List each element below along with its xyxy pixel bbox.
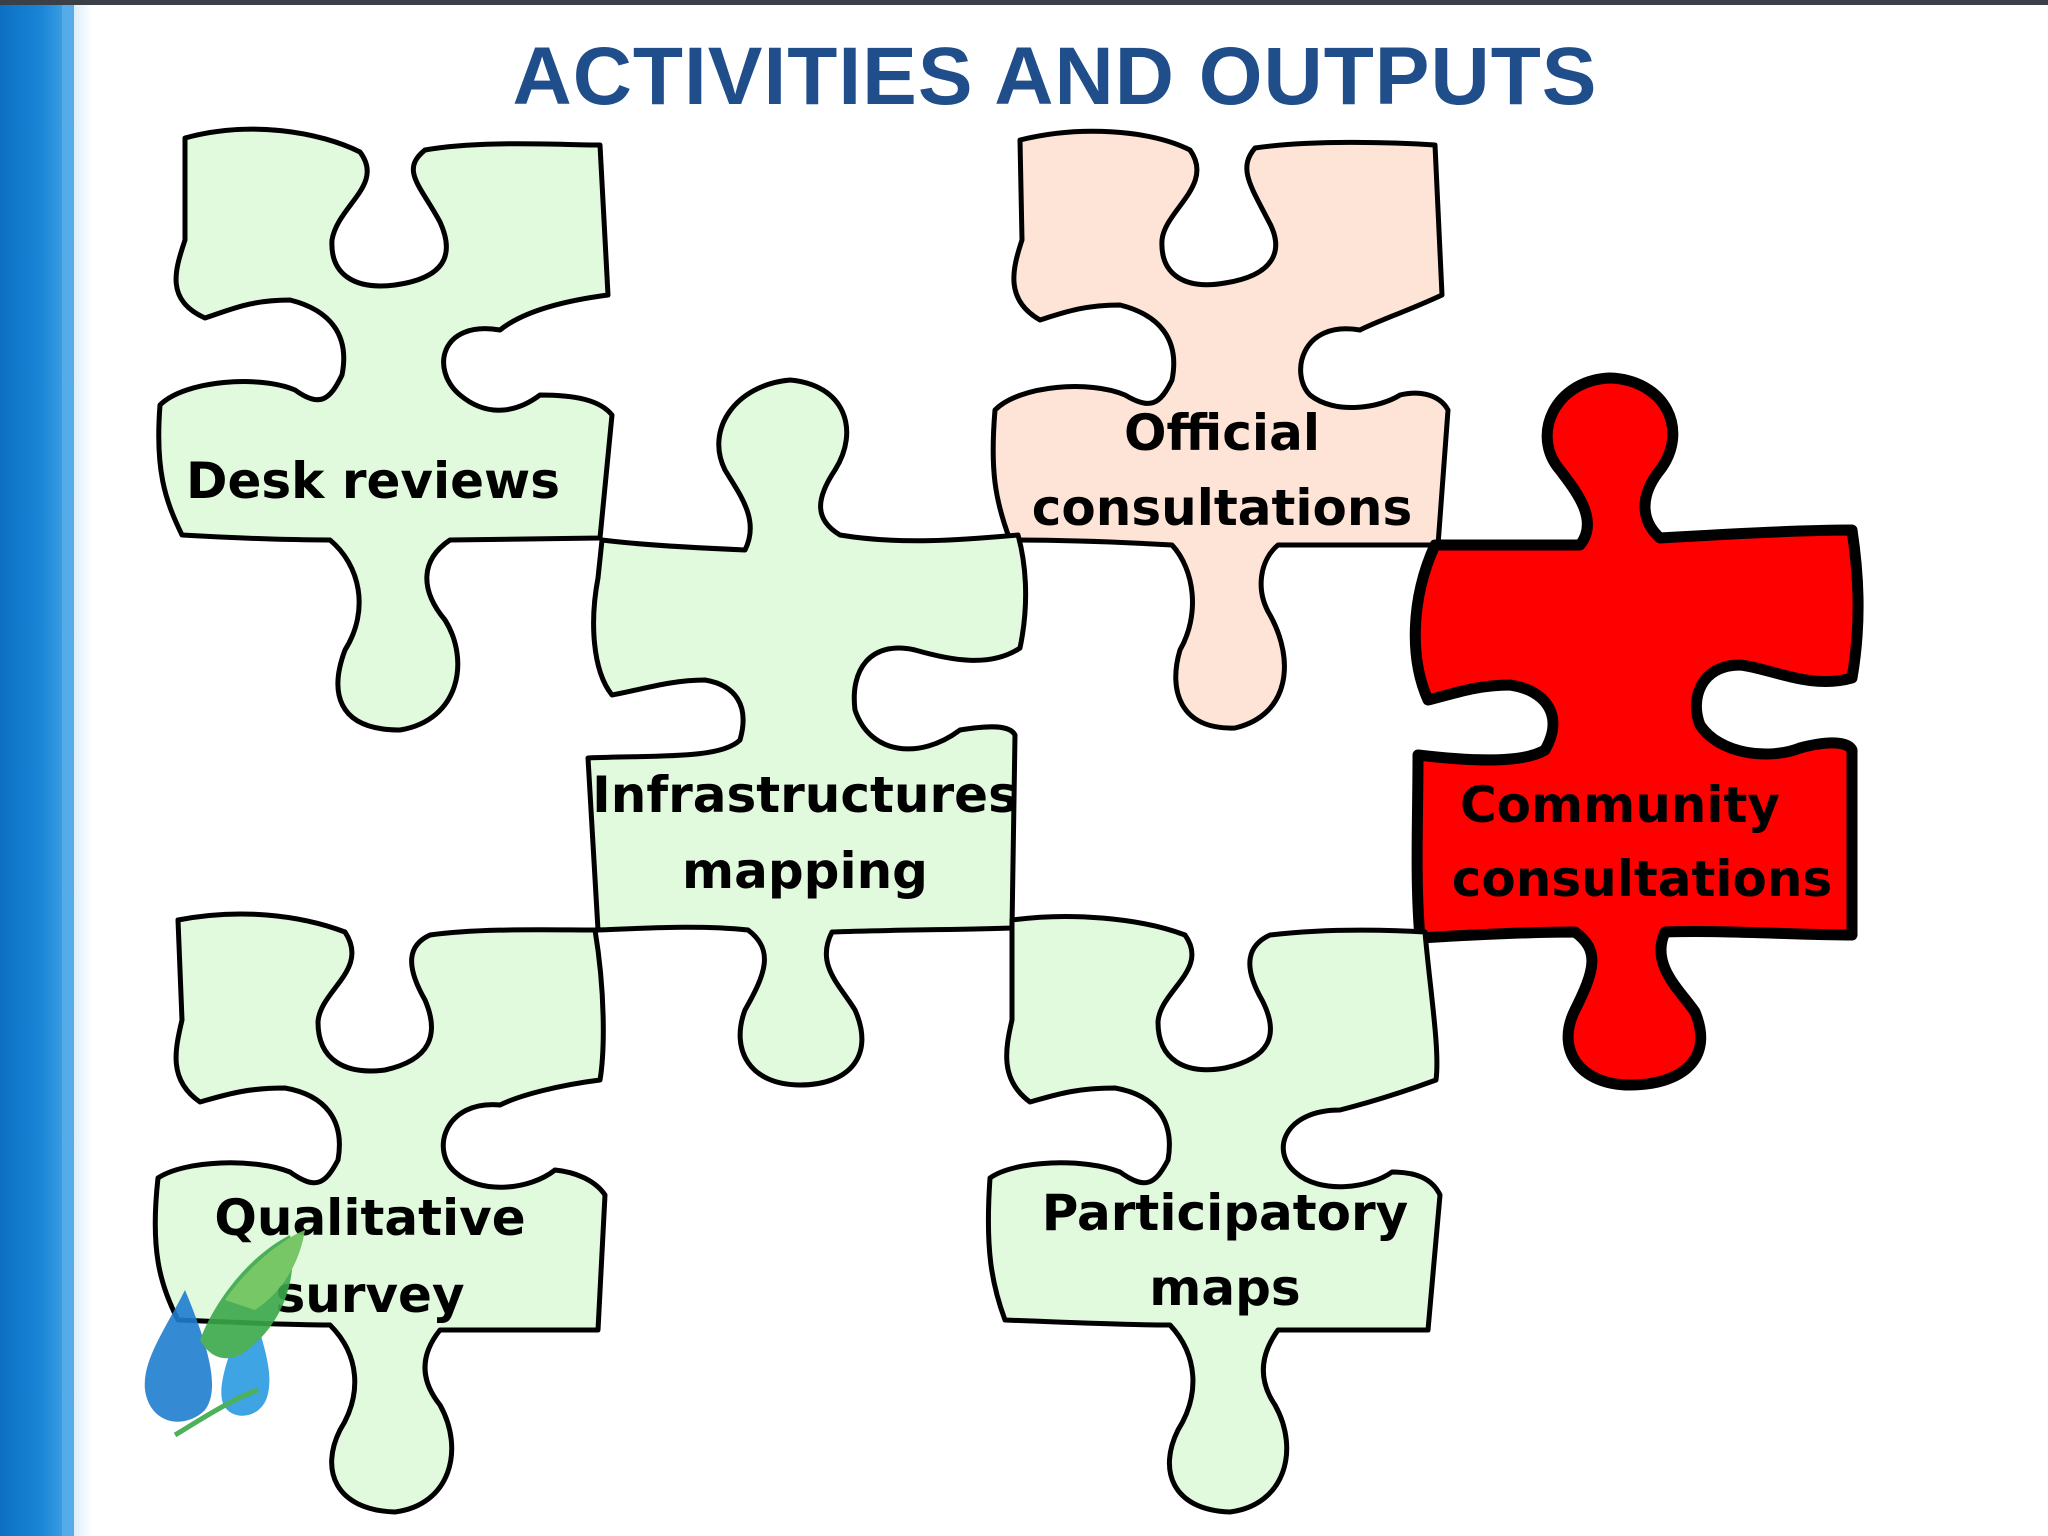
piece-community-consultations-shape <box>1409 372 1864 1091</box>
slide-title: ACTIVITIES AND OUTPUTS <box>512 31 1598 122</box>
piece-participatory-maps-line1: Participatory <box>1042 1184 1409 1242</box>
piece-infrastructures-mapping-line1: Infrastructures <box>592 766 1018 824</box>
piece-qualitative-survey-line2: survey <box>275 1266 464 1324</box>
piece-community-consultations: Community consultations <box>1409 372 1864 1091</box>
piece-official-consultations-line1: Official <box>1124 404 1320 462</box>
piece-qualitative-survey: Qualitative survey <box>152 911 608 1515</box>
logo-water-drop <box>144 1290 213 1422</box>
left-accent-bar <box>0 0 74 1536</box>
piece-infrastructures-mapping-shape <box>585 377 1029 1088</box>
piece-participatory-maps: Participatory maps <box>985 914 1443 1515</box>
piece-community-consultations-line1: Community <box>1460 776 1780 834</box>
piece-official-consultations-line2: consultations <box>1032 479 1412 537</box>
piece-qualitative-survey-shape <box>152 911 608 1515</box>
logo-leaf-2 <box>225 1230 305 1310</box>
logo-stem <box>173 1387 259 1438</box>
piece-desk-reviews-label: Desk reviews <box>186 452 560 510</box>
water-drop-leaf-logo <box>144 1230 305 1438</box>
piece-official-consultations: Official consultations <box>990 128 1451 731</box>
piece-participatory-maps-shape <box>985 914 1443 1515</box>
piece-desk-reviews-shape <box>156 126 615 733</box>
piece-community-consultations-line2: consultations <box>1452 850 1832 908</box>
piece-official-consultations-shape <box>990 128 1451 731</box>
piece-desk-reviews: Desk reviews <box>156 126 615 733</box>
top-border-line <box>0 0 2048 5</box>
piece-participatory-maps-line2: maps <box>1149 1259 1300 1317</box>
left-accent-fade <box>62 0 92 1536</box>
piece-infrastructures-mapping: Infrastructures mapping <box>585 377 1029 1088</box>
piece-infrastructures-mapping-line2: mapping <box>682 842 928 900</box>
piece-qualitative-survey-line1: Qualitative <box>214 1189 525 1247</box>
